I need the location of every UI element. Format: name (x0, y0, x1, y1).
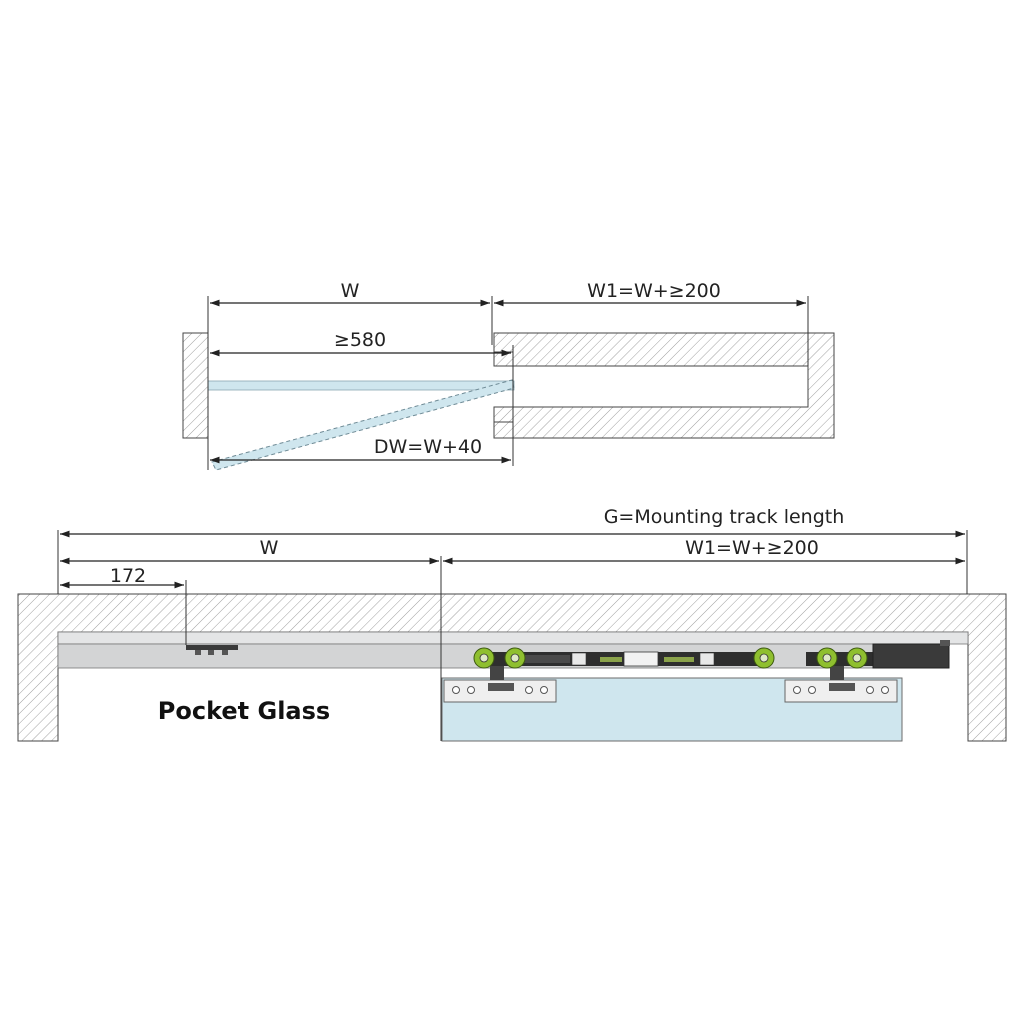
dim-label-w: W (341, 280, 360, 302)
dim-label-dw: DW=W+40 (374, 436, 482, 458)
dim-label-front-w1: W1=W+≥200 (685, 537, 819, 559)
damper-cap (940, 640, 950, 646)
end-stopper (186, 645, 238, 655)
pocket-wall (493, 332, 835, 439)
dim-label-front-w: W (260, 537, 279, 559)
glass-panel-swing (211, 379, 515, 471)
mounting-track (57, 631, 969, 645)
dim-label-offset: 172 (110, 565, 146, 587)
glass-panel-closed (207, 380, 515, 391)
damper-unit (872, 643, 950, 669)
clamp-plate-left (443, 679, 557, 703)
front-view: G=Mounting track length W W1=W+≥200 172 … (17, 506, 1007, 742)
roller-wheel-4 (816, 647, 838, 669)
dim-label-min-width: ≥580 (334, 329, 386, 351)
dim-label-g: G=Mounting track length (604, 506, 845, 528)
roller-wheel-3 (753, 647, 775, 669)
diagram-title: Pocket Glass (158, 697, 330, 725)
top-view: W W1=W+≥200 ≥580 DW=W+40 (182, 280, 835, 471)
dim-label-w1: W1=W+≥200 (587, 280, 721, 302)
roller-wheel-2 (504, 647, 526, 669)
roller-wheel-1 (473, 647, 495, 669)
roller-wheel-5 (846, 647, 868, 669)
left-wall (182, 332, 209, 439)
clamp-plate-right (784, 679, 898, 703)
